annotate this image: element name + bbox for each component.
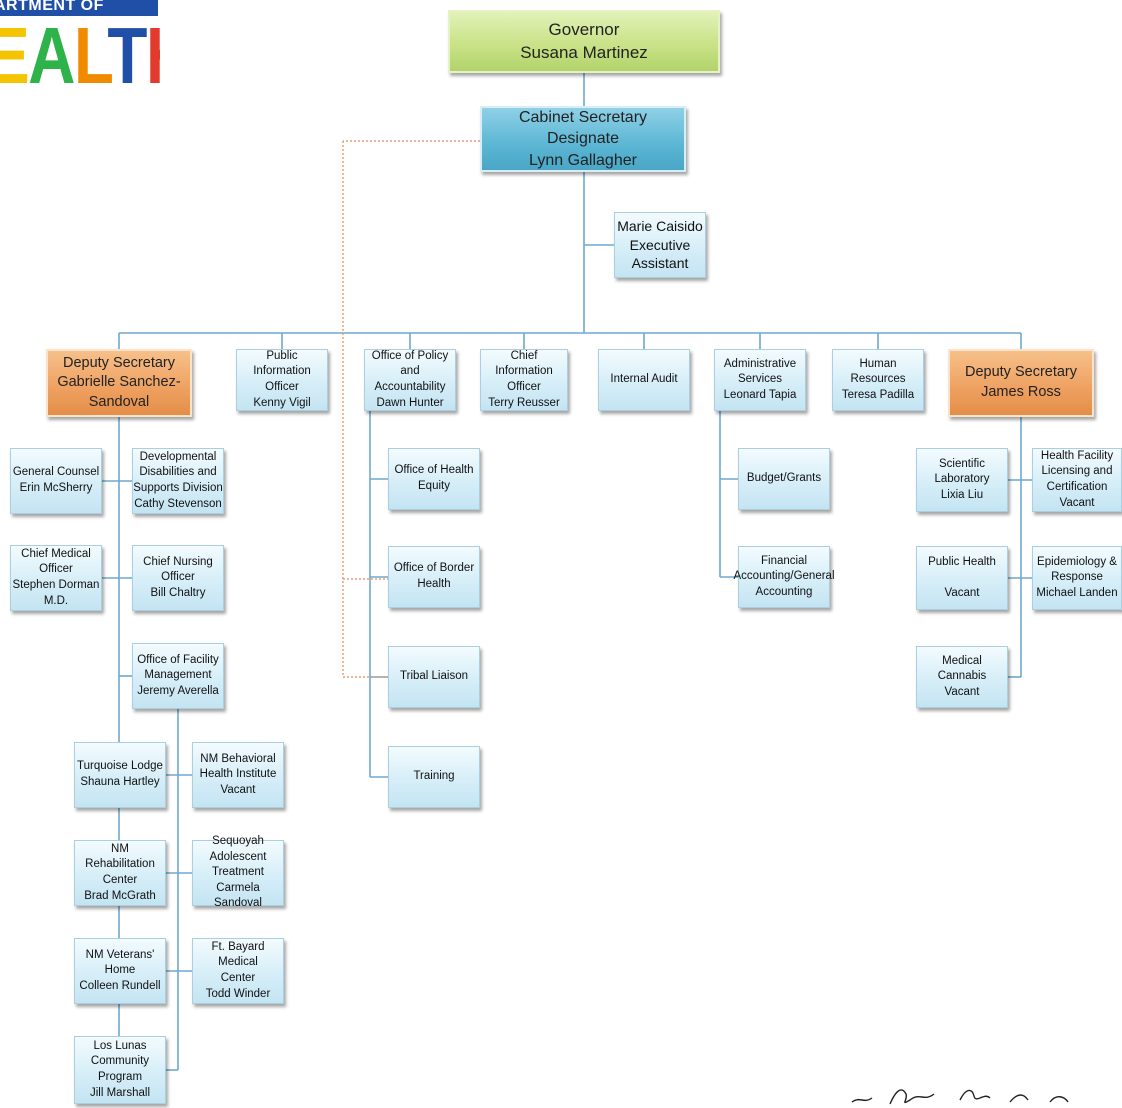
- deputy-secretary-sanchez-box: Deputy Secretary Gabrielle Sanchez- Sand…: [46, 349, 192, 417]
- human-resources-box: Human Resources Teresa Padilla: [832, 349, 924, 411]
- nm-behavioral-health-institute-box: NM Behavioral Health Institute Vacant: [192, 742, 284, 808]
- turquoise-lodge-box: Turquoise Lodge Shauna Hartley: [74, 742, 166, 808]
- scientific-laboratory-box: Scientific Laboratory Lixia Liu: [916, 448, 1008, 512]
- training-box: Training: [388, 746, 480, 808]
- office-of-border-health-box: Office of Border Health: [388, 546, 480, 608]
- executive-assistant-box: Marie Caisido Executive Assistant: [614, 212, 706, 278]
- epidemiology-response-box: Epidemiology & Response Michael Landen: [1032, 546, 1122, 610]
- chief-information-officer-box: Chief Information Officer Terry Reusser: [480, 349, 568, 411]
- chief-medical-officer-box: Chief Medical Officer Stephen Dorman M.D…: [10, 545, 102, 611]
- logo-letter: H: [146, 11, 160, 100]
- los-lunas-community-program-box: Los Lunas Community Program Jill Marshal…: [74, 1036, 166, 1104]
- logo-letter: L: [73, 11, 109, 100]
- public-health-box: Public Health Vacant: [916, 546, 1008, 610]
- logo-letter: T: [107, 11, 147, 100]
- logo-letter: A: [28, 11, 75, 100]
- office-of-health-equity-box: Office of Health Equity: [388, 448, 480, 510]
- administrative-services-box: Administrative Services Leonard Tapia: [714, 349, 806, 411]
- office-of-facility-management-box: Office of Facility Management Jeremy Ave…: [132, 643, 224, 709]
- internal-audit-box: Internal Audit: [598, 349, 690, 411]
- sequoyah-adolescent-treatment-box: Sequoyah Adolescent Treatment Carmela Sa…: [192, 835, 284, 909]
- developmental-disabilities-box: Developmental Disabilities and Supports …: [132, 448, 224, 514]
- medical-cannabis-box: Medical Cannabis Vacant: [916, 646, 1008, 708]
- governor-box: Governor Susana Martinez: [448, 10, 720, 73]
- cabinet-secretary-box: Cabinet Secretary Designate Lynn Gallagh…: [480, 106, 686, 172]
- logo-department-text: ARTMENT OF: [0, 0, 104, 14]
- general-counsel-box: General Counsel Erin McSherry: [10, 448, 102, 514]
- signature-scribble: [851, 1089, 1069, 1105]
- ft-bayard-medical-center-box: Ft. Bayard Medical Center Todd Winder: [192, 938, 284, 1004]
- health-facility-licensing-box: Health Facility Licensing and Certificat…: [1032, 448, 1122, 512]
- office-of-policy-box: Office of Policy and Accountability Dawn…: [364, 349, 456, 411]
- nm-veterans-home-box: NM Veterans' Home Colleen Rundell: [74, 938, 166, 1004]
- logo-band: [0, 0, 158, 16]
- logo-health-letters: EALTH: [0, 16, 160, 96]
- budget-grants-box: Budget/Grants: [738, 448, 830, 510]
- nm-rehabilitation-center-box: NM Rehabilitation Center Brad McGrath: [74, 840, 166, 906]
- department-of-health-logo: ARTMENT OF EALTH: [0, 0, 160, 112]
- chief-nursing-officer-box: Chief Nursing Officer Bill Chaltry: [132, 545, 224, 611]
- deputy-secretary-ross-box: Deputy Secretary James Ross: [948, 349, 1094, 417]
- tribal-liaison-box: Tribal Liaison: [388, 646, 480, 708]
- financial-accounting-box: Financial Accounting/General Accounting: [734, 546, 835, 608]
- public-information-officer-box: Public Information Officer Kenny Vigil: [236, 349, 328, 411]
- logo-letter: E: [0, 11, 30, 100]
